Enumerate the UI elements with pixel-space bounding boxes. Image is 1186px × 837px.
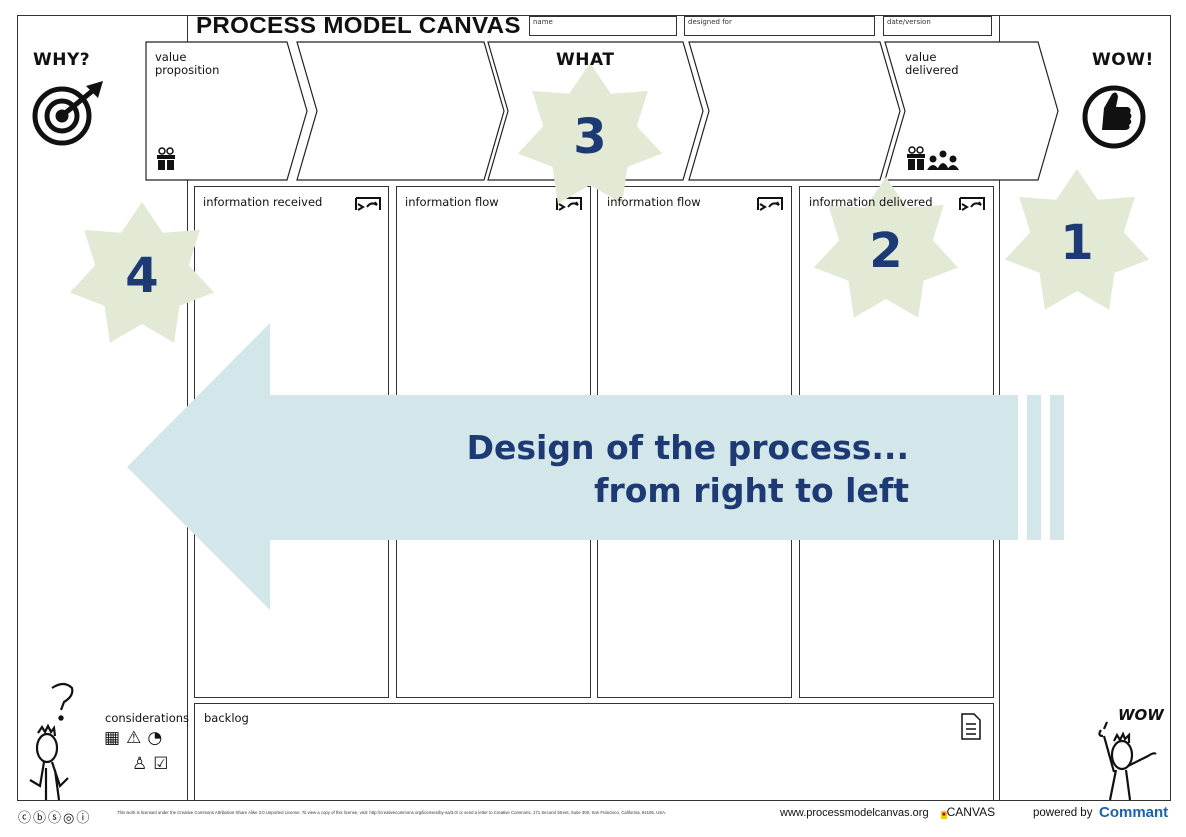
what-heading: WHAT xyxy=(556,50,615,70)
top-border xyxy=(187,15,1000,16)
wow-figure xyxy=(1098,721,1157,801)
considerations-label: considerations xyxy=(105,711,190,725)
designed-for-field[interactable]: designed for xyxy=(684,16,875,36)
attribution-icon: ⓘ xyxy=(76,811,92,826)
step-label-value-delivered: value delivered xyxy=(905,50,959,77)
gift-people-icon xyxy=(907,146,959,170)
what-step-5[interactable] xyxy=(884,41,1059,181)
name-field-label: name xyxy=(533,18,553,26)
thumbs-up-icon xyxy=(1082,85,1146,149)
gauge-icon: ◔ xyxy=(147,728,169,748)
list-icon xyxy=(961,713,981,740)
designed-for-label: designed for xyxy=(688,18,732,26)
step-star-2 xyxy=(813,177,959,318)
cc-license-icons[interactable]: ⓒⓑⓢ◎ⓘ xyxy=(18,807,91,826)
step-label-value-proposition: value proposition xyxy=(155,50,220,77)
arrow-tail-stripe xyxy=(1027,395,1041,540)
step-star-4 xyxy=(69,202,215,343)
step-number: 3 xyxy=(573,109,607,165)
arrow-tail-stripe xyxy=(1050,395,1064,540)
arrow-text-line-1: Design of the process... xyxy=(466,428,909,467)
wow-sketch-text: WOW xyxy=(1118,706,1164,724)
information-flow-icon xyxy=(556,197,582,211)
date-version-label: date/version xyxy=(887,18,931,26)
cc-icon: ⓒ xyxy=(18,811,34,826)
information-flow-icon xyxy=(355,197,381,211)
column-label: information received xyxy=(203,195,323,209)
column-label: information flow xyxy=(405,195,499,209)
thinking-figure xyxy=(29,682,74,801)
information-flow-icon xyxy=(959,197,985,211)
powered-by-label: powered by xyxy=(1033,807,1093,819)
considerations-icons-row2: ♙☑ xyxy=(132,754,175,774)
what-step-1[interactable] xyxy=(145,41,308,181)
arrow-text-line-2: from right to left xyxy=(594,471,909,510)
step-number: 2 xyxy=(869,223,903,279)
gift-icon xyxy=(157,147,175,170)
considerations-icons: ▦⚠◔ xyxy=(104,728,168,748)
license-text: This work is licensed under the Creative… xyxy=(117,810,667,815)
why-heading: WHY? xyxy=(33,50,91,70)
canvas-logo-text: CANVAS xyxy=(946,805,996,819)
by-icon: ⓑ xyxy=(33,811,49,826)
name-field[interactable]: name xyxy=(529,16,677,36)
page-title: PROCESS MODEL CANVAS xyxy=(196,12,521,38)
arrow-body xyxy=(127,323,1018,610)
column-label: information delivered xyxy=(809,195,933,209)
backlog-label: backlog xyxy=(204,711,249,725)
what-step-4[interactable] xyxy=(688,41,901,181)
date-version-field[interactable]: date/version xyxy=(883,16,992,36)
step-number: 1 xyxy=(1060,215,1094,271)
person-icon: ♙ xyxy=(132,754,154,774)
step-star-1 xyxy=(1004,169,1150,310)
wow-heading: WOW! xyxy=(1092,50,1154,70)
checklist-icon: ☑ xyxy=(153,754,175,774)
column-label: information flow xyxy=(607,195,701,209)
direction-arrow xyxy=(127,323,1064,610)
step-star-3 xyxy=(517,63,663,204)
website-link[interactable]: www.processmodelcanvas.org xyxy=(780,807,929,819)
share-icon: ◎ xyxy=(63,811,77,826)
warning-icon: ⚠ xyxy=(126,728,148,748)
monitor-icon: ▦ xyxy=(104,728,127,748)
information-flow-icon xyxy=(757,197,783,211)
what-step-2[interactable] xyxy=(296,41,505,181)
step-number: 4 xyxy=(125,248,159,304)
canvas-logo: ■CANVAS xyxy=(941,805,996,819)
target-icon xyxy=(32,81,103,146)
commant-logo[interactable]: Commant xyxy=(1099,804,1169,821)
sa-icon: ⓢ xyxy=(48,811,64,826)
backlog-box[interactable] xyxy=(194,703,994,801)
